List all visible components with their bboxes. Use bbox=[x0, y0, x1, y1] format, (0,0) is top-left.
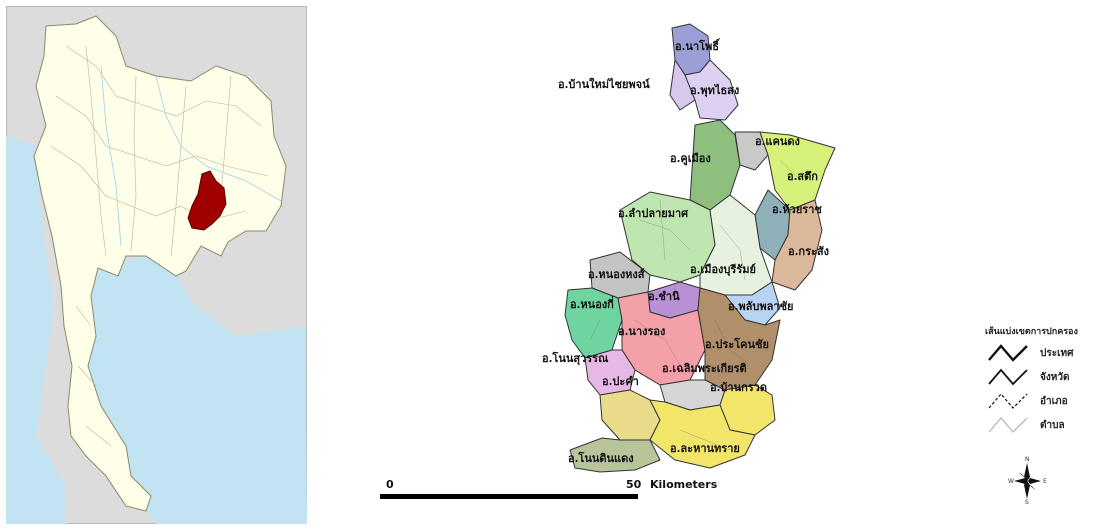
label-krasang: อ.กระสัง bbox=[788, 245, 829, 258]
label-chamni: อ.ชำนิ bbox=[648, 290, 680, 303]
legend-label-subdistrict: ตำบล bbox=[1040, 420, 1065, 431]
compass-s: S bbox=[1025, 499, 1029, 505]
label-phlapphla-chai: อ.พลับพลาชัย bbox=[728, 300, 794, 313]
district-non-din-daeng bbox=[569, 437, 661, 473]
district-pakham bbox=[599, 389, 661, 441]
legend-item-province: จังหวัด bbox=[985, 366, 1095, 388]
label-lam-plai-mat: อ.ลำปลายมาศ bbox=[618, 207, 689, 220]
legend-item-country: ประเทศ bbox=[985, 342, 1095, 364]
district-prakhon-chai bbox=[697, 287, 781, 391]
label-nong-ki: อ.หนองกี่ bbox=[570, 296, 614, 311]
label-ban-kruat: อ.บ้านกรวด bbox=[710, 381, 767, 394]
label-nong-hong: อ.หนองหงส์ bbox=[588, 268, 645, 281]
label-chaloem-phra-kiat: อ.เฉลิมพระเกียรติ bbox=[662, 362, 747, 375]
label-khu-mueang: อ.คูเมือง bbox=[670, 152, 711, 166]
legend-label-country: ประเทศ bbox=[1040, 348, 1074, 359]
legend-label-province: จังหวัด bbox=[1040, 372, 1070, 383]
district-map: อ.นาโพธิ์ อ.บ้านใหม่ไชยพจน์ อ.พุทไธสง อ.… bbox=[542, 23, 836, 473]
label-khaen-dong: อ.แคนดง bbox=[755, 135, 800, 148]
label-na-pho: อ.นาโพธิ์ bbox=[675, 38, 721, 53]
district-polygons bbox=[564, 23, 836, 473]
scale-bar: 0 50 Kilometers bbox=[378, 478, 738, 512]
label-non-suwan: อ.โนนสุวรรณ bbox=[542, 351, 609, 366]
subdistrict-line-icon bbox=[988, 417, 1028, 433]
buriram-highlight bbox=[187, 170, 227, 231]
label-phutthaisong: อ.พุทไธสง bbox=[690, 83, 739, 98]
rivers bbox=[100, 65, 282, 247]
label-pakham: อ.ปะคำ bbox=[602, 375, 639, 388]
scale-bar-line bbox=[380, 494, 638, 499]
compass-e: E bbox=[1043, 478, 1047, 485]
legend-title: เส้นแบ่งเขตการปกครอง bbox=[985, 327, 1078, 337]
scale-end-label: 50 bbox=[626, 478, 642, 491]
legend-item-subdistrict: ตำบล bbox=[985, 414, 1095, 436]
district-krasang bbox=[771, 199, 823, 291]
district-lahan-sai bbox=[649, 399, 756, 469]
legend-item-district: อำเภอ bbox=[985, 390, 1095, 412]
label-lahan-sai: อ.ละหานทราย bbox=[670, 442, 740, 455]
label-ban-mai-chaiyaphot: อ.บ้านใหม่ไชยพจน์ bbox=[558, 77, 650, 91]
compass-n: N bbox=[1025, 456, 1030, 463]
compass-w: W bbox=[1008, 478, 1014, 485]
district-non-suwan bbox=[584, 349, 636, 396]
subdistrict-lines bbox=[589, 159, 801, 451]
label-huai-rat: อ.ห้วยราช bbox=[772, 203, 822, 216]
province-line-icon bbox=[988, 368, 1028, 386]
district-nang-rong bbox=[617, 291, 706, 386]
label-nang-rong: อ.นางรอง bbox=[618, 325, 665, 338]
country-line-icon bbox=[988, 344, 1028, 362]
district-phutthaisong bbox=[684, 59, 739, 121]
sea bbox=[6, 136, 307, 524]
district-line-icon bbox=[988, 393, 1028, 409]
label-prakhon-chai: อ.ประโคนชัย bbox=[705, 337, 769, 351]
district-labels: อ.นาโพธิ์ อ.บ้านใหม่ไชยพจน์ อ.พุทไธสง อ.… bbox=[542, 38, 829, 465]
label-mueang: อ.เมืองบุรีรัมย์ bbox=[690, 263, 756, 277]
thailand-shape bbox=[33, 15, 287, 512]
legend-label-district: อำเภอ bbox=[1040, 396, 1068, 407]
label-satuek: อ.สตึก bbox=[787, 170, 818, 183]
thailand-locator-map bbox=[6, 6, 307, 524]
label-non-din-daeng: อ.โนนดินแดง bbox=[568, 451, 634, 465]
district-ban-mai-chaiyaphot bbox=[669, 59, 696, 111]
compass-rose-icon: N S E W bbox=[1008, 456, 1047, 505]
boundary-legend: เส้นแบ่งเขตการปกครอง ประเทศ จังหวัด อำเภ… bbox=[975, 318, 1102, 443]
scale-unit-label: Kilometers bbox=[650, 478, 718, 491]
scale-start-label: 0 bbox=[386, 478, 394, 491]
district-khaen-dong bbox=[734, 131, 769, 171]
